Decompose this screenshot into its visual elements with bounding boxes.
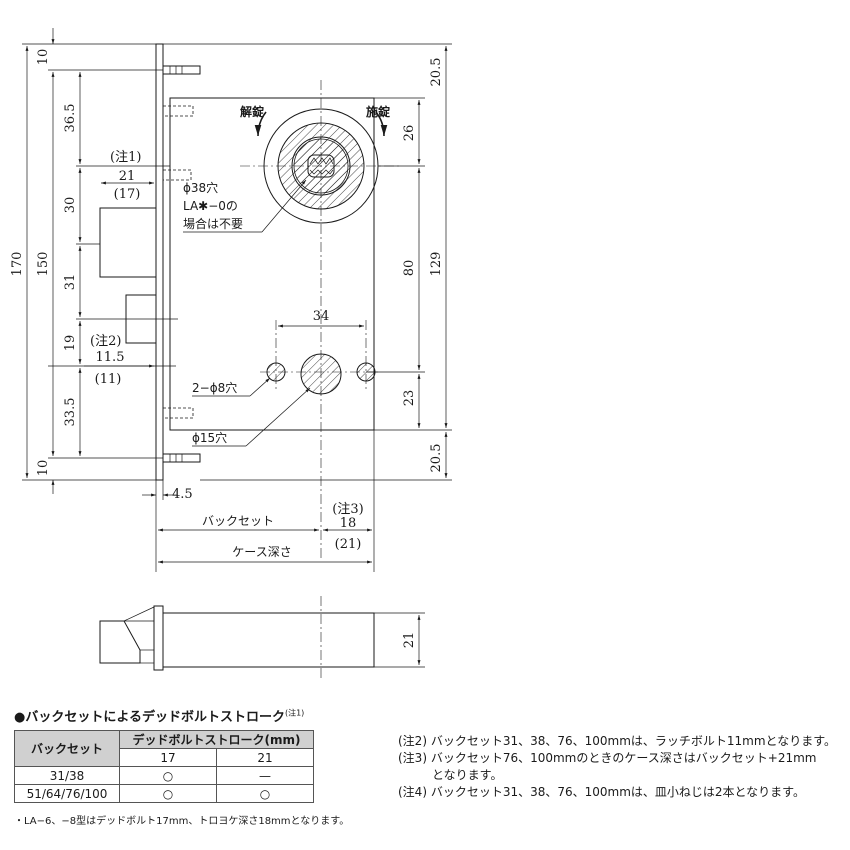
stroke-table-heading-note: (注1): [284, 708, 305, 718]
dim-170: 170: [10, 252, 25, 277]
note1-paren: (17): [114, 187, 141, 202]
left-dimensions: 170 150 10 10 36.5 30 31 19 33.5 (注1) 21…: [10, 28, 176, 494]
lock-case-technical-drawing: 170 150 10 10 36.5 30 31 19 33.5 (注1) 21…: [10, 28, 452, 680]
row2-21: ○: [216, 784, 314, 803]
la-note-line1: LA✱−0の: [183, 199, 238, 213]
note2-value: 11.5: [96, 350, 125, 365]
dim-23: 23: [402, 390, 417, 407]
front-view: [99, 43, 400, 560]
note-4: (注4) バックセット31、38、76、100mmは、皿小ねじは2本となります。: [398, 785, 805, 799]
row2-backset: 51/64/76/100: [14, 784, 120, 803]
table-row: 31/38 ○ —: [14, 766, 314, 785]
screw-stud-top: [162, 65, 201, 75]
subheader-21: 21: [216, 748, 314, 767]
note-2: (注2) バックセット31、38、76、100mmは、ラッチボルト11mmとなり…: [398, 734, 836, 748]
row1-21: —: [216, 766, 314, 785]
hole15-label: ϕ15穴: [192, 430, 227, 445]
note2-paren: (11): [95, 372, 122, 387]
dim-4-5: 4.5: [172, 487, 193, 502]
dim-80: 80: [402, 260, 417, 277]
bottom-dimensions: 4.5 バックセット (注3) 18 (21) ケース深さ: [142, 430, 375, 572]
lock-case-body: [169, 97, 375, 431]
unlock-label: 解錠: [240, 104, 264, 119]
dim-20-5-bottom: 20.5: [429, 444, 444, 473]
deadbolt-stroke-table: バックセット デッドボルトストローク(mm) 17 21 31/38 ○ — 5…: [14, 730, 314, 803]
deadbolt: [99, 207, 157, 278]
dim-19: 19: [63, 335, 78, 352]
stroke-table-heading-text: ●バックセットによるデッドボルトストローク: [14, 710, 285, 725]
table-row: 51/64/76/100 ○ ○: [14, 784, 314, 803]
dim-36-5: 36.5: [63, 104, 78, 133]
side-case: [162, 612, 375, 668]
stroke-table-heading: ●バックセットによるデッドボルトストローク(注1): [14, 706, 304, 725]
table-subheader-row: 17 21: [15, 748, 314, 767]
screw-stud-bottom: [162, 453, 201, 463]
dim-26: 26: [402, 125, 417, 142]
table-header-row: バックセット デッドボルトストローク(mm): [14, 730, 314, 767]
dim-21-side: 21: [402, 632, 417, 649]
case-depth-label: ケース深さ: [232, 545, 291, 559]
table-footnote: ・LA−6、−8型はデッドボルト17mm、トロヨケ深さ18mmとなります。: [14, 816, 350, 827]
la-note-line2: 場合は不要: [183, 216, 243, 231]
dim-30: 30: [63, 197, 78, 214]
annotations: 解錠 施錠 ϕ38穴 LA✱−0の 場合は不要 2−ϕ8穴 ϕ15穴: [183, 104, 390, 447]
dim-10-top: 10: [36, 49, 51, 66]
row2-17: ○: [119, 784, 217, 803]
faceplate: [155, 43, 164, 481]
holes8-label: 2−ϕ8穴: [192, 380, 237, 395]
row1-backset: 31/38: [14, 766, 120, 785]
subheader-17: 17: [119, 748, 217, 767]
side-faceplate: [153, 605, 164, 671]
note1-label: (注1): [110, 150, 141, 165]
dim-129: 129: [429, 252, 444, 277]
note1-value: 21: [119, 169, 136, 184]
note3-label: (注3): [332, 502, 363, 517]
header-stroke: デッドボルトストローク(mm): [119, 730, 314, 749]
hole38-label: ϕ38穴: [183, 180, 218, 195]
note2-label: (注2): [90, 334, 121, 349]
note3-value: 18: [340, 516, 357, 531]
right-dimensions: 20.5 129 20.5 26 80 23 34: [163, 43, 452, 481]
side-view: 21: [99, 596, 425, 680]
row1-17: ○: [119, 766, 217, 785]
notes-block: (注2) バックセット31、38、76、100mmは、ラッチボルト11mmとなり…: [398, 733, 836, 801]
backset-label: バックセット: [202, 514, 274, 528]
side-deadbolt: [99, 620, 141, 664]
note-3-line2: となります。: [432, 768, 503, 782]
note3-paren: (21): [335, 537, 362, 552]
dim-150: 150: [36, 252, 51, 277]
dim-31: 31: [63, 274, 78, 291]
dim-20-5-top: 20.5: [429, 58, 444, 87]
dim-34: 34: [313, 309, 330, 324]
dim-33-5: 33.5: [63, 398, 78, 427]
header-backset: バックセット: [14, 730, 120, 767]
lock-label: 施錠: [366, 104, 390, 119]
dim-10-bottom: 10: [36, 460, 51, 477]
note-3-line1: (注3) バックセット76、100mmのときのケース深さはバックセット+21mm: [398, 751, 817, 765]
